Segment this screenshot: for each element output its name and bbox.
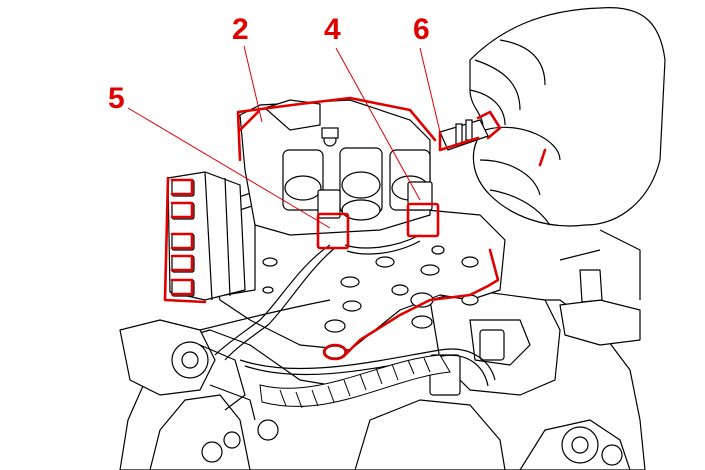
callout-4: 4 (324, 13, 341, 46)
leader-line-4 (335, 47, 421, 201)
solenoid-block (239, 99, 431, 236)
corrugated-conduit (259, 354, 451, 409)
hand (469, 7, 666, 227)
callout-6: 6 (413, 13, 430, 46)
plate-holes (262, 245, 479, 359)
leader-line-6 (419, 47, 441, 133)
callout-5: 5 (108, 82, 125, 115)
wiring-harness (199, 234, 496, 387)
red-highlights (163, 96, 547, 361)
leader-line-5 (127, 107, 331, 229)
leader-lines (127, 45, 441, 229)
callout-2: 2 (232, 13, 249, 46)
leader-line-2 (243, 45, 263, 123)
